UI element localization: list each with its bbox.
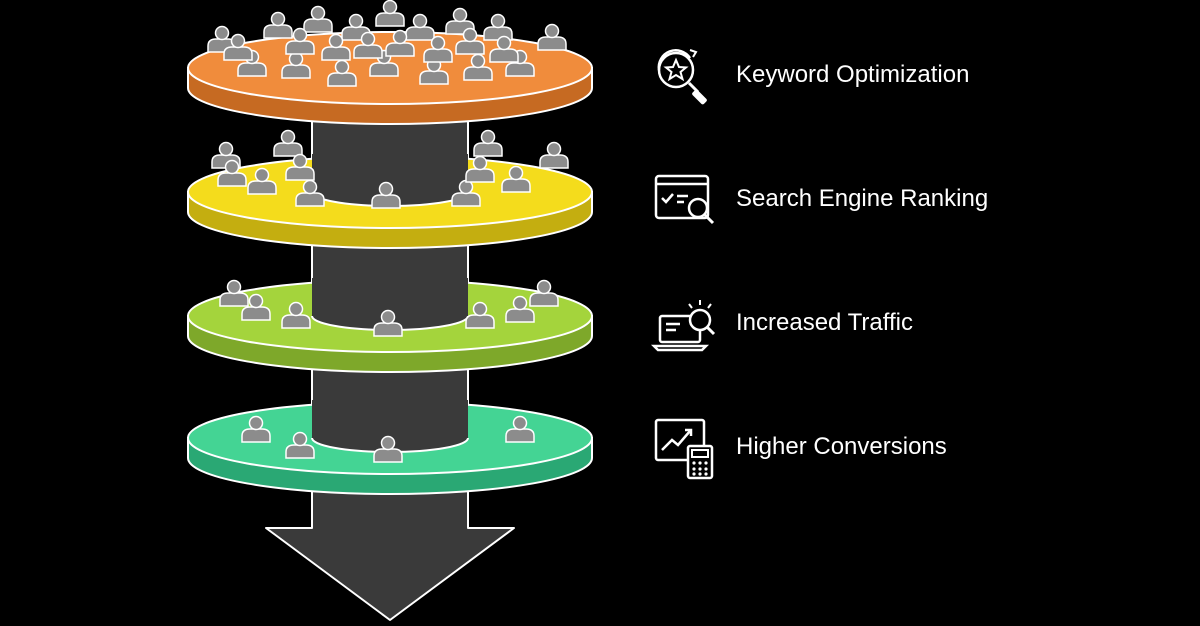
person-icon xyxy=(385,29,415,57)
person-icon xyxy=(241,415,271,443)
person-icon xyxy=(483,13,513,41)
person-icon xyxy=(217,159,247,187)
person-icon xyxy=(321,33,351,61)
legend-item-3: Increased Traffic xyxy=(650,288,1130,358)
disc-core-front xyxy=(312,400,468,452)
person-icon xyxy=(303,5,333,33)
person-icon xyxy=(353,31,383,59)
person-icon xyxy=(369,49,399,77)
person-icon xyxy=(373,309,403,337)
person-icon xyxy=(219,279,249,307)
chart-calculator-icon xyxy=(654,418,714,480)
person-icon xyxy=(529,279,559,307)
legend-item-4: Higher Conversions xyxy=(650,412,1130,482)
person-icon xyxy=(501,165,531,193)
person-icon xyxy=(405,13,435,41)
person-icon xyxy=(505,295,535,323)
person-icon xyxy=(285,431,315,459)
person-icon xyxy=(263,11,293,39)
browser-search-icon xyxy=(654,174,715,225)
funnel-core xyxy=(311,79,469,461)
person-icon xyxy=(445,7,475,35)
person-icon xyxy=(295,179,325,207)
person-icon xyxy=(273,129,303,157)
person-icon xyxy=(473,129,503,157)
person-icon xyxy=(489,35,519,63)
disc-core-front xyxy=(312,278,468,330)
person-icon xyxy=(281,301,311,329)
person-icon xyxy=(281,51,311,79)
legend-label: Search Engine Ranking xyxy=(736,185,989,212)
person-icon xyxy=(223,33,253,61)
person-icon xyxy=(371,181,401,209)
person-icon xyxy=(241,293,271,321)
person-icon xyxy=(463,53,493,81)
person-icon xyxy=(423,35,453,63)
stage-disc-2 xyxy=(187,129,593,249)
disc-core-front xyxy=(312,154,468,206)
person-icon xyxy=(455,27,485,55)
person-icon xyxy=(373,435,403,463)
person-icon xyxy=(327,59,357,87)
stage-disc-4 xyxy=(187,400,593,495)
person-icon xyxy=(465,155,495,183)
search-star-icon xyxy=(657,49,707,105)
legend-label: Keyword Optimization xyxy=(736,61,970,88)
legend-label: Increased Traffic xyxy=(736,309,913,336)
person-icon xyxy=(285,153,315,181)
person-icon xyxy=(285,27,315,55)
person-icon xyxy=(537,23,567,51)
laptop-search-icon xyxy=(650,300,716,352)
legend-item-2: Search Engine Ranking xyxy=(650,164,1130,234)
person-icon xyxy=(505,415,535,443)
legend-item-1: Keyword Optimization xyxy=(650,40,1130,110)
legend-label: Higher Conversions xyxy=(736,433,947,460)
person-icon xyxy=(539,141,569,169)
person-icon xyxy=(465,301,495,329)
person-icon xyxy=(375,0,405,27)
stage-disc-3 xyxy=(187,278,593,373)
person-icon xyxy=(247,167,277,195)
stage-disc-1 xyxy=(187,0,593,125)
